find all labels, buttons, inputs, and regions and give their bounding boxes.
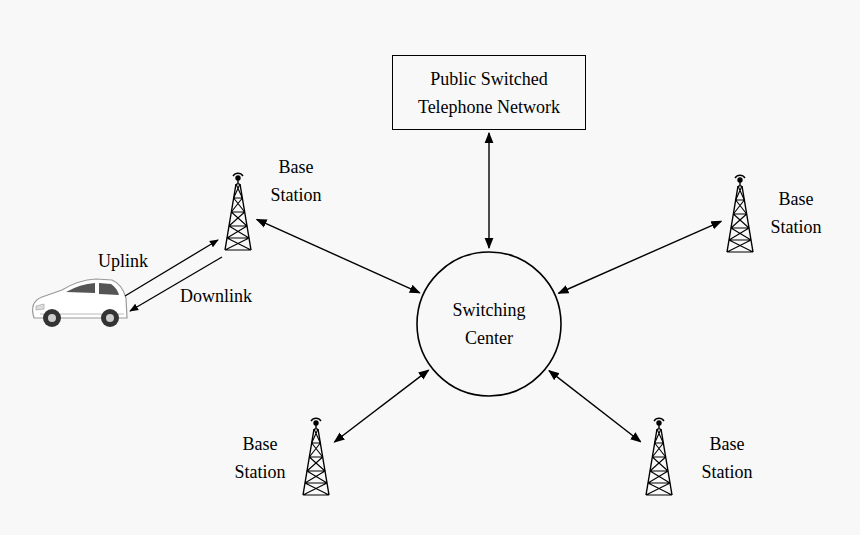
node-label: Public Switched Telephone Network [404,65,574,121]
antenna-tower [300,415,332,497]
link-arrow [334,370,428,442]
station-label: Base Station [695,430,759,486]
link-arrow [488,133,489,248]
station-name: Base Station [762,185,830,241]
base-station: Base Station [643,415,675,497]
station-label: Base Station [762,185,830,241]
car-illustration [33,279,127,327]
node-label: Switching Center [437,296,541,352]
antenna-tower [724,172,756,254]
circle-outline [416,251,562,397]
antenna-tower [222,170,254,252]
link-arrow [257,219,420,292]
station-label: Base Station [264,153,328,209]
base-station: Base Station [724,172,756,254]
antenna-tower [643,415,675,497]
link-label: Uplink [96,249,150,273]
station-name: Base Station [695,430,759,486]
network-box: Public Switched Telephone Network [392,55,586,130]
switching-circle: Switching Center [416,251,562,397]
link-arrow [559,221,722,293]
link-label: Downlink [178,284,254,308]
station-label: Base Station [228,430,292,486]
link-arrow [549,371,641,442]
base-station: Base Station [222,170,254,252]
station-name: Base Station [264,153,328,209]
base-station: Base Station [300,415,332,497]
station-name: Base Station [228,430,292,486]
